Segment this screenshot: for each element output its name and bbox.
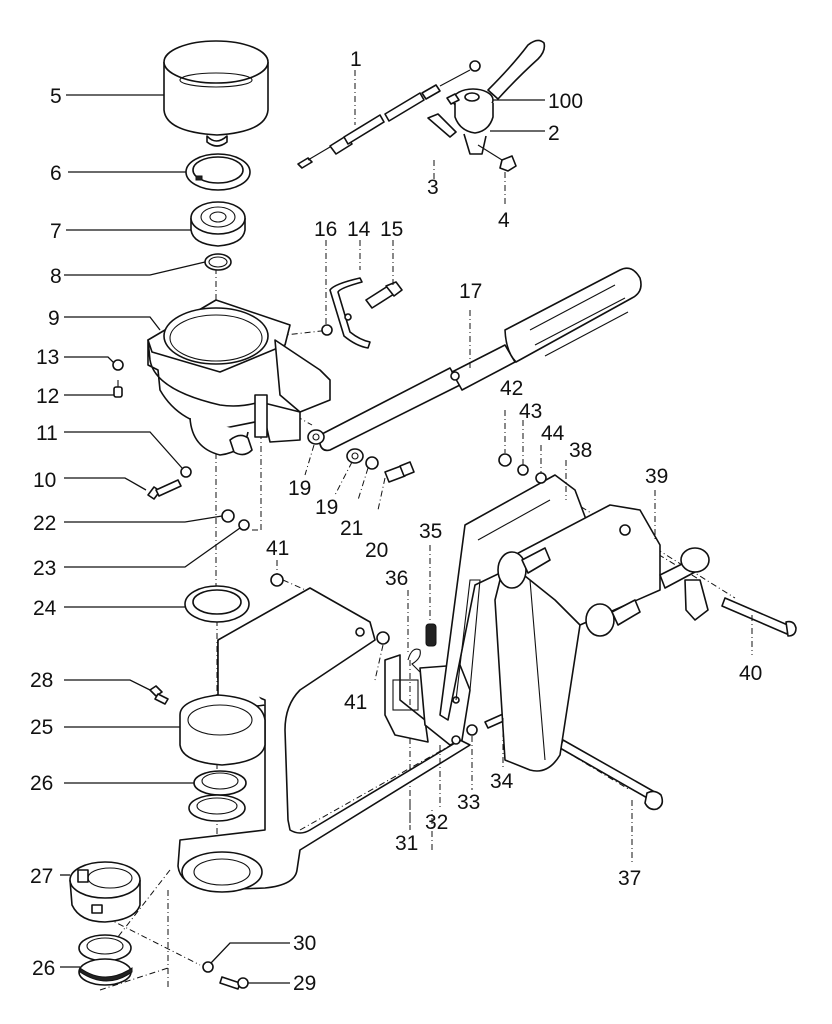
callout-31: 31 <box>395 832 418 855</box>
callout-8: 8 <box>50 265 62 288</box>
callout-37: 37 <box>618 867 641 890</box>
callout-9: 9 <box>48 307 60 330</box>
callout-5: 5 <box>50 85 62 108</box>
part-26-bushing-lower[interactable] <box>78 934 133 986</box>
part-1-throttle-cable[interactable] <box>297 60 481 169</box>
callout-26b: 26 <box>32 957 55 980</box>
part-15-stud[interactable] <box>365 281 403 309</box>
callout-labels: 1 100 2 3 4 5 6 7 8 9 13 12 11 10 16 14 … <box>30 48 762 995</box>
callout-19b: 19 <box>315 496 338 519</box>
part-8-circlip[interactable] <box>204 253 232 271</box>
callout-3: 3 <box>427 176 439 199</box>
callout-17: 17 <box>459 280 482 303</box>
callout-23: 23 <box>33 557 56 580</box>
callout-32: 32 <box>425 811 448 834</box>
callout-12: 12 <box>36 385 59 408</box>
callout-19a: 19 <box>288 477 311 500</box>
part-26-bushing-upper[interactable] <box>188 770 247 822</box>
callout-13: 13 <box>36 346 59 369</box>
part-22-nut[interactable] <box>221 509 235 523</box>
callout-2: 2 <box>548 122 560 145</box>
callout-14: 14 <box>347 218 371 241</box>
part-40-through-bolt[interactable] <box>721 597 797 637</box>
part-17-handle-tube[interactable] <box>319 267 642 452</box>
callout-16: 16 <box>314 218 337 241</box>
part-25-swivel-bracket[interactable] <box>177 587 471 893</box>
callout-30: 30 <box>293 932 316 955</box>
callout-27: 27 <box>30 865 53 888</box>
part-31-tilt-plate[interactable] <box>384 654 429 743</box>
part-29-bolt[interactable] <box>219 976 249 990</box>
part-41-washer-b[interactable] <box>376 631 390 645</box>
part-28-grease-nipple[interactable] <box>149 685 169 705</box>
callout-43: 43 <box>519 400 542 423</box>
callout-35: 35 <box>419 520 442 543</box>
part-24-seal-ring[interactable] <box>184 585 250 623</box>
part-33-washer[interactable] <box>466 724 478 736</box>
part-43-lock-washer[interactable] <box>517 464 529 476</box>
callout-6: 6 <box>50 162 62 185</box>
callout-7: 7 <box>50 220 62 243</box>
callout-41a: 41 <box>266 537 289 560</box>
callout-44: 44 <box>541 422 565 445</box>
part-21-lock-washer[interactable] <box>365 456 379 470</box>
part-42-nut[interactable] <box>498 453 512 467</box>
callout-4: 4 <box>498 209 510 232</box>
part-20-bolt[interactable] <box>384 461 415 483</box>
callout-41b: 41 <box>344 691 367 714</box>
callout-20: 20 <box>365 539 388 562</box>
part-9-gear-housing[interactable] <box>147 299 331 456</box>
part-36-spring-clip[interactable] <box>407 648 421 673</box>
callout-39: 39 <box>645 465 668 488</box>
part-5-cup-housing[interactable] <box>163 40 269 147</box>
callout-42: 42 <box>500 377 523 400</box>
part-19-washer-a[interactable] <box>307 429 325 445</box>
part-11-lock-washer[interactable] <box>180 466 192 478</box>
part-100-throttle-lever[interactable] <box>427 39 546 172</box>
part-6-snap-ring[interactable] <box>185 153 251 191</box>
part-30-washer[interactable] <box>202 961 214 973</box>
part-44-washer[interactable] <box>535 472 547 484</box>
part-41-washer-a[interactable] <box>270 573 284 587</box>
part-14-bracket[interactable] <box>329 277 371 349</box>
callout-24: 24 <box>33 597 57 620</box>
part-19-washer-b[interactable] <box>346 448 364 464</box>
callout-40: 40 <box>739 662 762 685</box>
part-39-clamp-bracket[interactable] <box>494 504 710 772</box>
callout-100: 100 <box>548 90 583 113</box>
callout-10: 10 <box>33 469 56 492</box>
callout-1: 1 <box>350 48 362 71</box>
part-13-nut[interactable] <box>112 359 124 371</box>
callout-15: 15 <box>380 218 403 241</box>
leader-lines <box>60 70 753 984</box>
callout-29: 29 <box>293 972 316 995</box>
part-10-bolt[interactable] <box>147 479 182 500</box>
part-35-spring[interactable] <box>425 623 437 647</box>
callout-28: 28 <box>30 669 53 692</box>
callout-36: 36 <box>385 567 408 590</box>
callout-22: 22 <box>33 512 56 535</box>
callout-21: 21 <box>340 517 363 540</box>
callout-38: 38 <box>569 439 592 462</box>
part-23-lock-washer[interactable] <box>238 519 250 531</box>
callout-34: 34 <box>490 770 514 793</box>
callout-33: 33 <box>457 791 480 814</box>
part-27-collar[interactable] <box>69 861 141 923</box>
part-16-nut[interactable] <box>321 324 333 336</box>
part-7-bearing[interactable] <box>190 201 246 247</box>
part-12-screw[interactable] <box>113 380 123 398</box>
callout-26a: 26 <box>30 772 53 795</box>
callout-25: 25 <box>30 716 53 739</box>
part-37-tilt-pin[interactable] <box>559 739 664 811</box>
callout-11: 11 <box>36 422 58 445</box>
